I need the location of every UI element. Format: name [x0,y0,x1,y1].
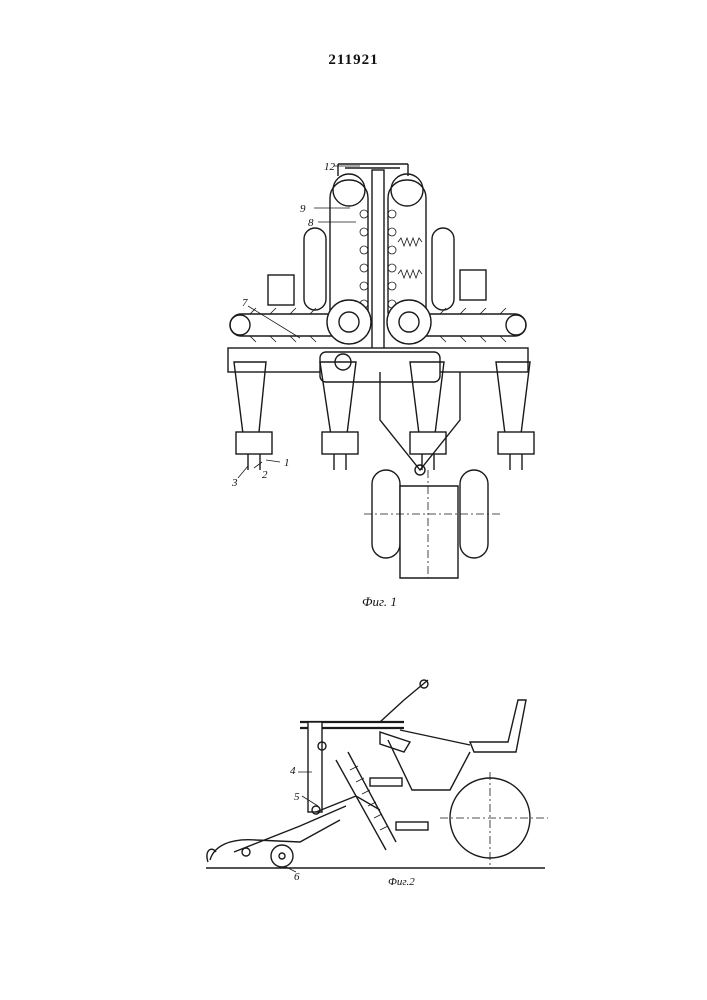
label-1: 1 [284,457,290,469]
gauge-wheel [271,845,293,867]
left-pillar [304,228,326,310]
tractor-body [400,486,458,578]
label-8: 8 [308,217,314,229]
label-5: 5 [294,791,300,803]
cylinder-upper [370,778,402,786]
label-6: 6 [294,871,300,883]
label-2: 2 [262,469,268,481]
vertical-post [308,722,322,812]
figure-1 [228,164,534,578]
label-3: 3 [231,477,238,489]
label-4: 4 [290,765,296,777]
digger-share [210,820,340,860]
left-box [268,275,294,305]
figure-1-caption: Фиг. 1 [362,594,397,610]
seat [470,700,526,752]
figure-2 [206,680,548,872]
right-pillar [432,228,454,310]
cylinder-lower [396,822,428,830]
left-drum [327,300,371,344]
figure-2-caption: Фиг.2 [388,876,415,888]
label-12: 12 [324,161,336,173]
right-drum [387,300,431,344]
central-rod [372,170,384,350]
hitch-v [380,372,460,470]
right-box [460,270,486,300]
label-9: 9 [300,203,306,215]
label-7: 7 [242,297,248,309]
lower-link [316,796,380,812]
